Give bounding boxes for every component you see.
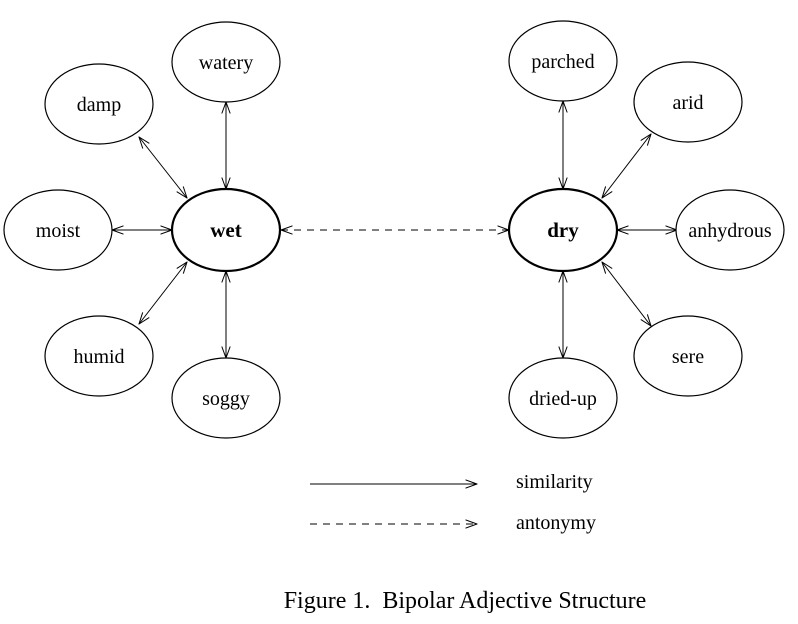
edge-dry-sere (602, 262, 651, 326)
node-soggy-label: soggy (202, 388, 250, 410)
node-wet-label: wet (210, 218, 241, 242)
edge-dry-arid (602, 134, 651, 198)
legend-antonymy-label: antonymy (516, 512, 596, 534)
node-dry: dry (507, 187, 619, 273)
node-sere-label: sere (672, 346, 704, 368)
figure-caption: Figure 1. Bipolar Adjective Structure (284, 588, 647, 614)
node-watery: watery (171, 21, 281, 103)
node-moist-label: moist (36, 220, 81, 242)
node-parched: parched (508, 20, 618, 102)
node-moist: moist (3, 189, 113, 271)
node-soggy: soggy (171, 357, 281, 439)
edge-wet-damp (139, 137, 187, 198)
node-dry-label: dry (547, 218, 579, 242)
legend-similarity-label: similarity (516, 471, 593, 493)
node-anhydrous-label: anhydrous (688, 220, 772, 242)
node-arid-label: arid (672, 92, 703, 114)
node-damp: damp (44, 63, 154, 145)
node-dried-up-label: dried-up (529, 388, 597, 410)
node-damp-label: damp (77, 94, 121, 116)
edge-wet-humid (139, 262, 187, 324)
node-parched-label: parched (531, 51, 594, 73)
node-arid: arid (633, 61, 743, 143)
node-sere: sere (633, 315, 743, 397)
node-watery-label: watery (199, 52, 253, 74)
node-dried-up: dried-up (508, 357, 618, 439)
node-anhydrous: anhydrous (675, 189, 785, 271)
node-wet: wet (170, 187, 282, 273)
node-humid-label: humid (73, 346, 124, 368)
legend: similarity antonymy (310, 471, 596, 534)
node-humid: humid (44, 315, 154, 397)
